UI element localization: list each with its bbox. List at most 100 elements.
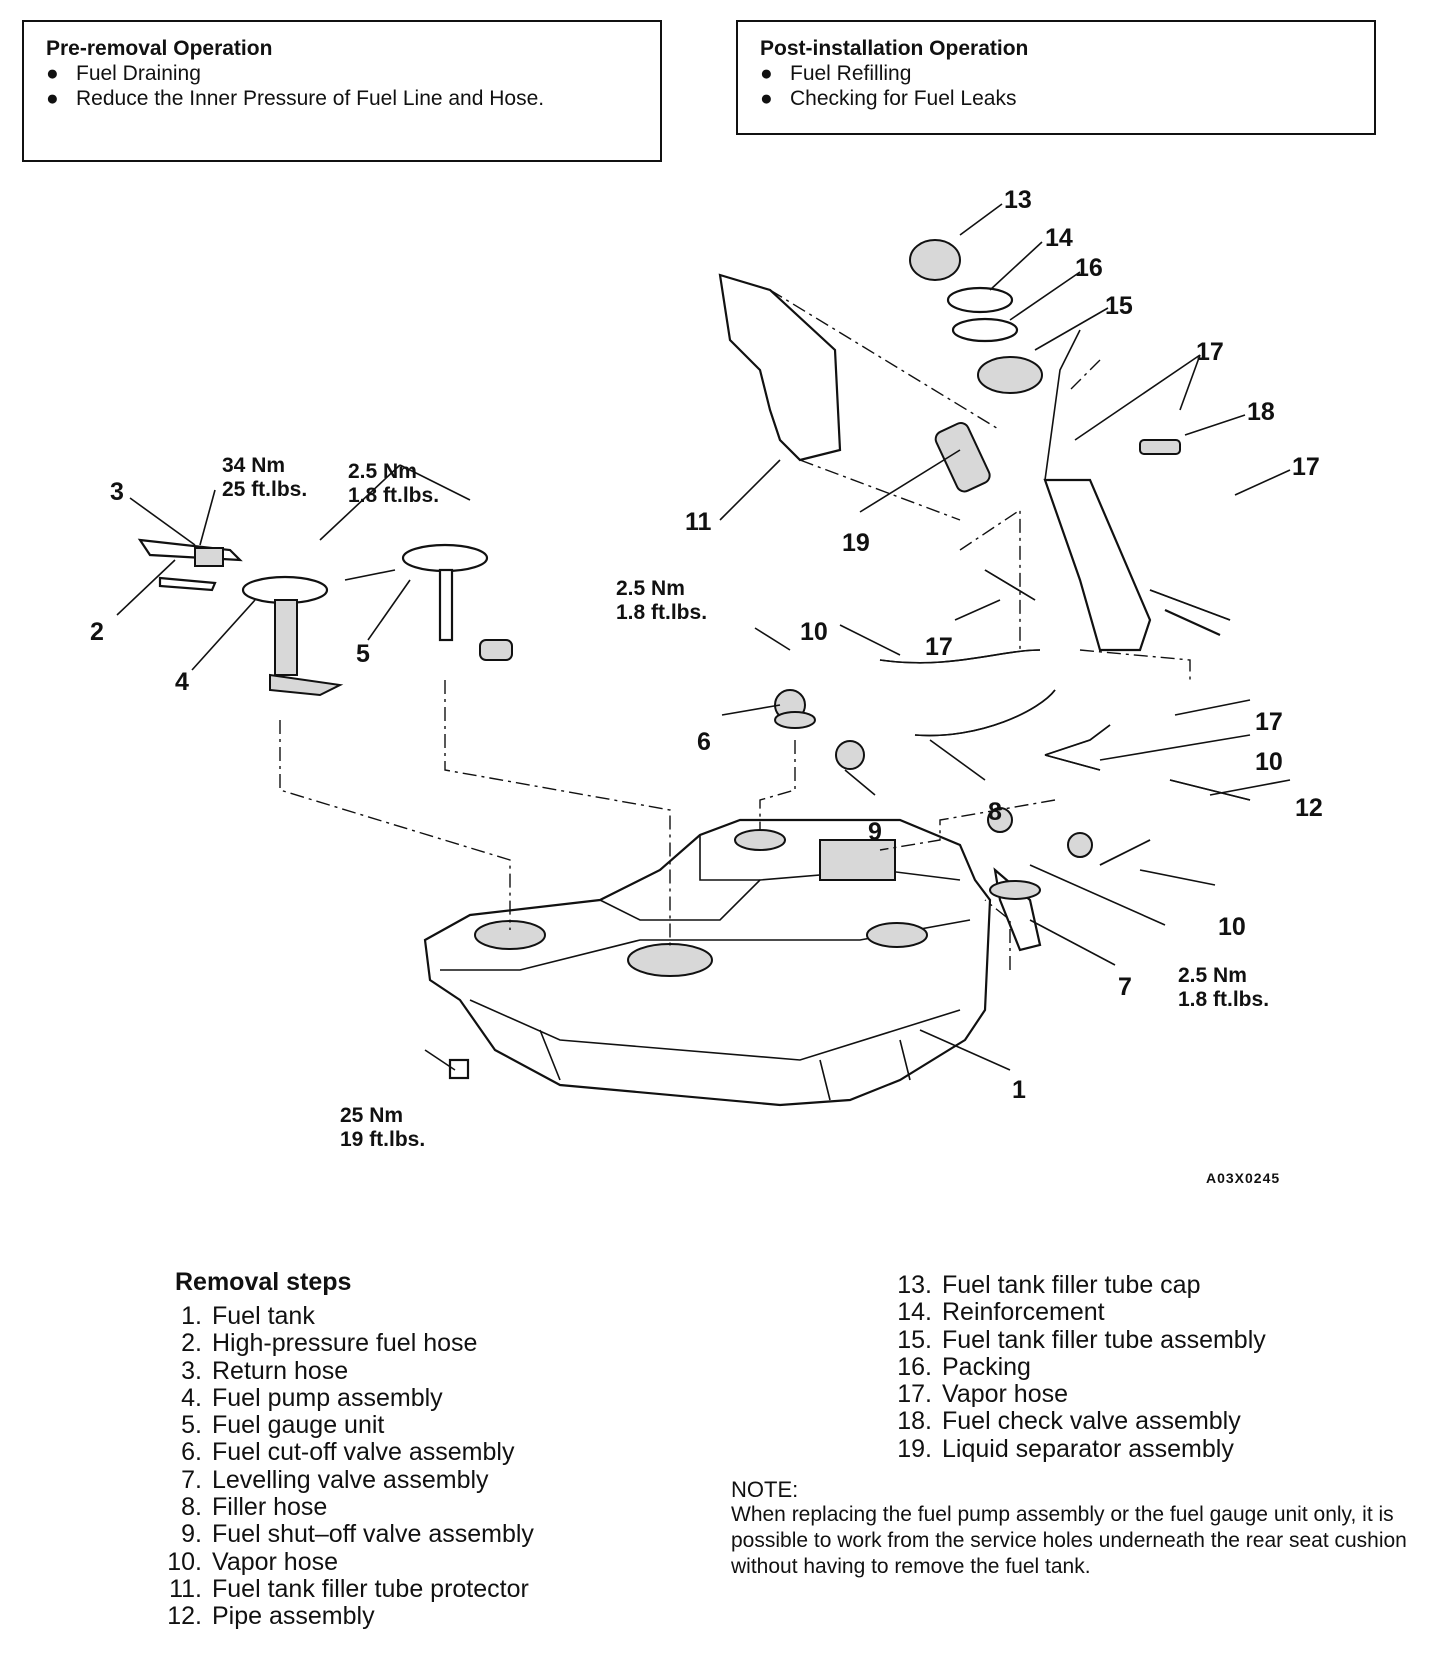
step-number: 3.	[181, 1356, 202, 1385]
step-label: Fuel check valve assembly	[942, 1407, 1241, 1436]
torque-t3-nm: 2.5 Nm	[616, 577, 685, 600]
step-label: Fuel tank filler tube cap	[942, 1271, 1201, 1299]
list-item: 4. Fuel pump assembly	[166, 1383, 534, 1412]
fuel-tank-drawing	[423, 818, 992, 1107]
callout-2: 2	[90, 618, 104, 646]
callout-14: 14	[1045, 224, 1073, 252]
callout-17c: 17	[925, 633, 953, 661]
step-number: 2.	[181, 1329, 202, 1358]
removal-steps-list-right: 13. Fuel tank filler tube cap 14. Reinforce…	[896, 1271, 1266, 1463]
torque-t2-nm: 2.5 Nm	[348, 460, 417, 483]
step-number: 14.	[897, 1298, 932, 1327]
pre-removal-title: Pre-removal Operation	[46, 37, 273, 60]
step-number: 11.	[169, 1574, 202, 1603]
bullet-icon: ●	[46, 87, 59, 110]
step-number: 16.	[897, 1352, 932, 1381]
step-number: 17.	[897, 1380, 932, 1409]
figure-code: A03X0245	[1206, 1170, 1280, 1186]
callout-13: 13	[1004, 186, 1032, 214]
step-number: 5.	[181, 1411, 202, 1440]
step-number: 9.	[181, 1520, 202, 1549]
callout-12: 12	[1295, 794, 1323, 822]
pre-removal-box: Pre-removal Operation ●Fuel Draining ●Re…	[22, 20, 662, 162]
list-item: 17. Vapor hose	[896, 1380, 1266, 1409]
step-number: 13.	[897, 1271, 932, 1299]
step-label: Fuel shut–off valve assembly	[212, 1520, 534, 1549]
step-number: 4.	[181, 1383, 202, 1412]
list-item: 7. Levelling valve assembly	[166, 1465, 534, 1494]
callout-18: 18	[1247, 398, 1275, 426]
post-installation-item: ●Fuel Refilling	[760, 62, 912, 85]
step-number: 10.	[167, 1547, 202, 1576]
pre-removal-item: ●Fuel Draining	[46, 62, 201, 85]
torque-t2-ftlbs: 1.8 ft.lbs.	[348, 484, 439, 507]
bullet-icon: ●	[46, 62, 59, 85]
list-item: 13. Fuel tank filler tube cap	[896, 1271, 1266, 1299]
torque-t4-nm: 2.5 Nm	[1178, 964, 1247, 987]
callout-17a: 17	[1196, 338, 1224, 366]
list-item: 2. High-pressure fuel hose	[166, 1329, 534, 1358]
bullet-icon: ●	[760, 87, 773, 110]
fuel-gauge-unit-drawing	[344, 543, 513, 661]
callout-11: 11	[685, 508, 712, 536]
list-item: 14. Reinforcement	[896, 1298, 1266, 1327]
fuel-tank-exploded-diagram: 13 14 16 15 17 18 17 11 19 3 2 4 5 10 17…	[90, 186, 1323, 1186]
leader-lines	[116, 203, 1291, 1071]
step-number: 8.	[181, 1493, 202, 1522]
step-label: Fuel tank filler tube assembly	[942, 1325, 1266, 1354]
list-item: 15. Fuel tank filler tube assembly	[896, 1325, 1266, 1354]
list-item: 18. Fuel check valve assembly	[896, 1407, 1266, 1436]
step-number: 7.	[181, 1465, 202, 1494]
list-item: 1.Fuel tank	[166, 1302, 534, 1330]
torque-t3-ftlbs: 1.8 ft.lbs.	[616, 601, 707, 624]
callout-1: 1	[1012, 1076, 1026, 1104]
step-number: 19.	[897, 1434, 932, 1463]
step-label: Vapor hose	[942, 1380, 1069, 1409]
post-installation-title: Post-installation Operation	[760, 37, 1029, 60]
step-number: 6.	[181, 1438, 202, 1467]
step-number: 18.	[897, 1407, 932, 1436]
list-item: 19.Liquid separator assembly	[896, 1434, 1266, 1463]
step-label: Packing	[942, 1352, 1031, 1381]
callout-9: 9	[868, 818, 882, 846]
list-item: 12.Pipe assembly	[166, 1602, 534, 1631]
step-label: Fuel pump assembly	[212, 1383, 443, 1412]
note-text: When replacing the fuel pump assembly or…	[731, 1503, 1407, 1578]
step-label: Fuel gauge unit	[212, 1411, 385, 1440]
callout-19: 19	[842, 529, 870, 557]
callout-16: 16	[1075, 254, 1103, 282]
bullet-icon: ●	[760, 62, 773, 85]
callout-3: 3	[110, 478, 124, 506]
step-label: Pipe assembly	[212, 1602, 375, 1631]
step-label: High-pressure fuel hose	[212, 1329, 478, 1358]
step-label: Levelling valve assembly	[212, 1465, 489, 1494]
part-callouts: 13 14 16 15 17 18 17 11 19 3 2 4 5 10 17…	[90, 186, 1323, 1104]
callout-10a: 10	[800, 618, 828, 646]
step-label: Reinforcement	[942, 1298, 1105, 1327]
step-label: Fuel cut-off valve assembly	[212, 1438, 515, 1467]
note-title: NOTE:	[731, 1477, 799, 1502]
filler-tube-drawing	[718, 239, 1152, 652]
pre-removal-item: ●Reduce the Inner Pressure of Fuel Line …	[46, 87, 545, 110]
step-number: 15.	[897, 1325, 932, 1354]
list-item: 6. Fuel cut-off valve assembly	[166, 1438, 534, 1467]
callout-10b: 10	[1255, 748, 1283, 776]
callout-10c: 10	[1218, 913, 1246, 941]
step-label: Filler hose	[212, 1493, 328, 1522]
post-installation-item: ●Checking for Fuel Leaks	[760, 87, 1017, 110]
fuel-pump-assembly-drawing	[137, 538, 344, 697]
torque-t5-ftlbs: 19 ft.lbs.	[340, 1128, 425, 1151]
list-item: 5. Fuel gauge unit	[166, 1411, 534, 1440]
step-label: Vapor hose	[212, 1547, 339, 1576]
valves-drawing	[774, 439, 1221, 952]
torque-specs: 34 Nm 25 ft.lbs. 2.5 Nm 1.8 ft.lbs. 2.5 …	[222, 454, 1269, 1151]
list-item: 16. Packing	[896, 1352, 1266, 1381]
step-label: Fuel tank filler tube protector	[212, 1574, 529, 1603]
list-item: 11. Fuel tank filler tube protector	[166, 1574, 534, 1603]
step-label: Fuel tank	[212, 1302, 315, 1330]
callout-7: 7	[1118, 973, 1132, 1001]
step-label: Return hose	[212, 1356, 349, 1385]
callout-4: 4	[175, 668, 189, 696]
removal-steps-title: Removal steps	[175, 1268, 352, 1296]
